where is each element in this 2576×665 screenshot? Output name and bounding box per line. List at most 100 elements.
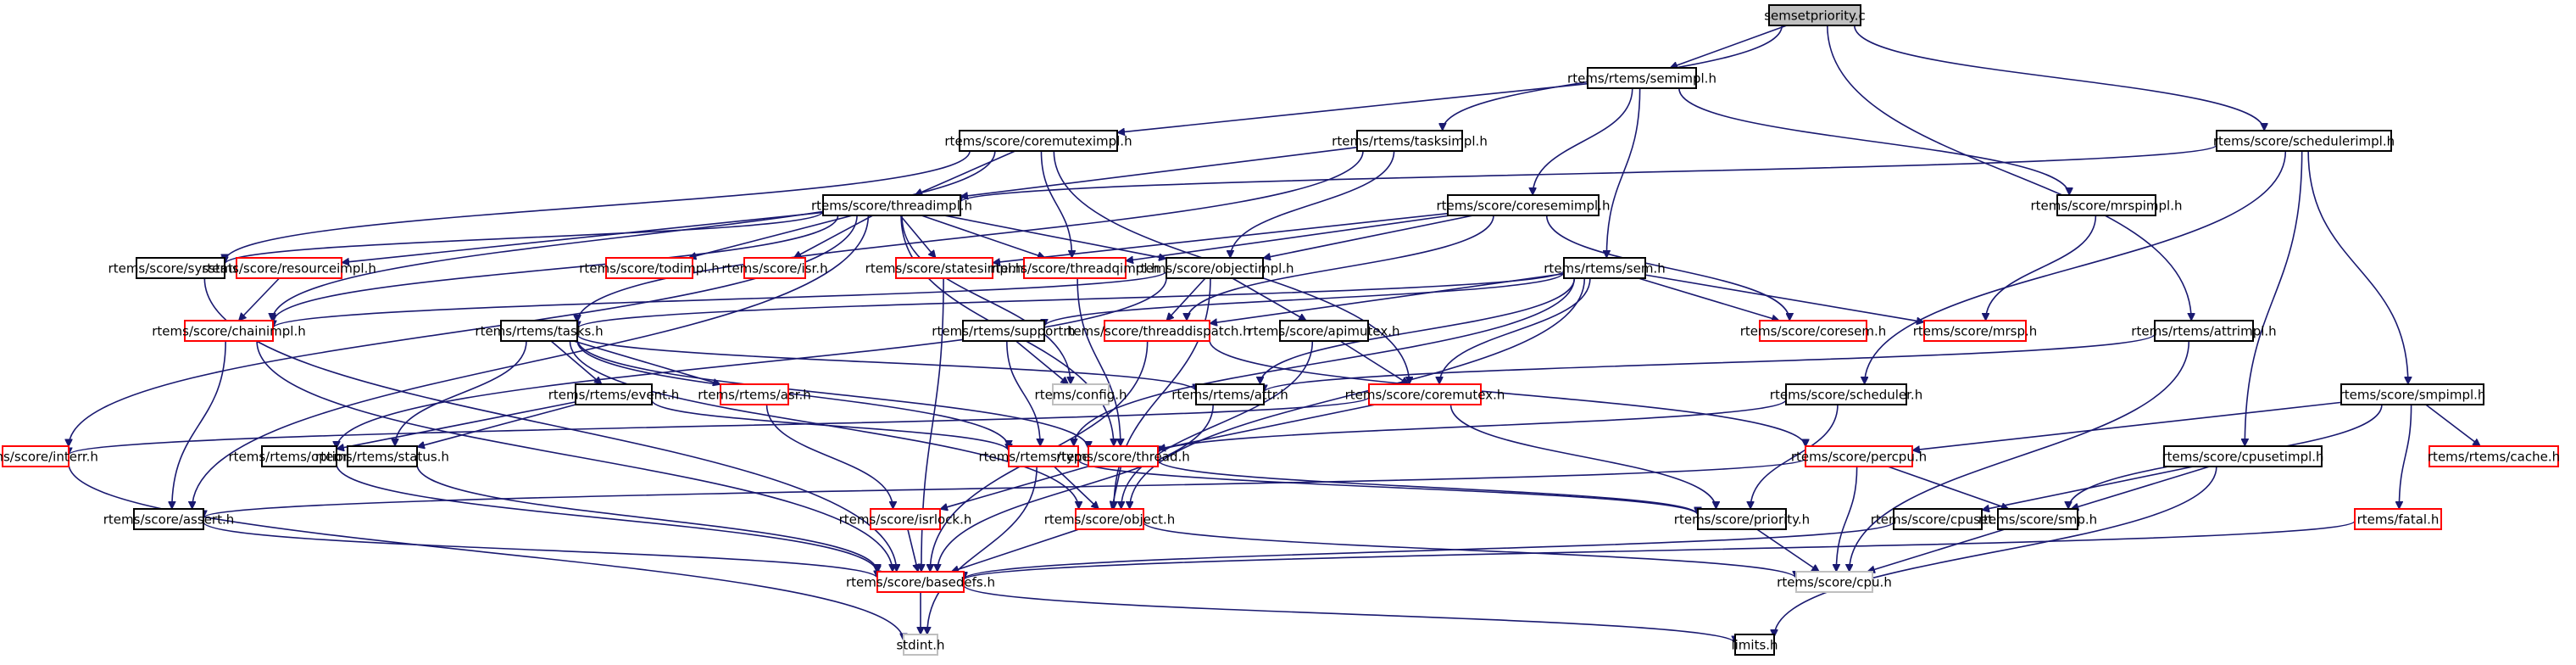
node-isr-h[interactable]: rtems/score/isr.h bbox=[721, 257, 828, 279]
node-box[interactable] bbox=[1759, 320, 1867, 342]
node-box[interactable] bbox=[2154, 320, 2254, 342]
node-box[interactable] bbox=[1805, 445, 1913, 467]
node-box[interactable] bbox=[962, 320, 1045, 342]
node-sem-h[interactable]: rtems/rtems/sem.h bbox=[1544, 257, 1666, 279]
node-box[interactable] bbox=[2216, 130, 2392, 152]
node-box[interactable] bbox=[236, 257, 342, 279]
node-coremuteximpl-h[interactable]: rtems/score/coremuteximpl.h bbox=[944, 130, 1132, 152]
node-box[interactable] bbox=[1893, 508, 1983, 530]
node-box[interactable] bbox=[822, 194, 961, 216]
node-apimutex-h[interactable]: rtems/score/apimutex.h bbox=[1248, 320, 1400, 342]
node-cpu-h[interactable]: rtems/score/cpu.h bbox=[1777, 571, 1892, 593]
node-box[interactable] bbox=[1785, 383, 1907, 405]
node-smp-h[interactable]: rtems/score/smp.h bbox=[1978, 508, 2097, 530]
node-resourceimpl-h[interactable]: rtems/score/resourceimpl.h bbox=[202, 257, 376, 279]
node-box[interactable] bbox=[136, 257, 225, 279]
node-event-h[interactable]: rtems/rtems/event.h bbox=[548, 383, 680, 405]
node-box[interactable] bbox=[2, 445, 70, 467]
node-box[interactable] bbox=[1997, 508, 2078, 530]
node-coresemimpl-h[interactable]: rtems/score/coresemimpl.h bbox=[1436, 194, 1611, 216]
node-percpu-h[interactable]: rtems/score/percpu.h bbox=[1791, 445, 1927, 467]
node-cache-h[interactable]: rtems/rtems/cache.h bbox=[2428, 445, 2560, 467]
node-box[interactable] bbox=[1697, 508, 1787, 530]
node-box[interactable] bbox=[1795, 571, 1873, 593]
node-box[interactable] bbox=[1768, 4, 1861, 26]
node-threaddispatch-h[interactable]: rtems/score/threaddispatch.h bbox=[1063, 320, 1251, 342]
node-cpusetimpl-h[interactable]: rtems/score/cpusetimpl.h bbox=[2162, 445, 2324, 467]
node-box[interactable] bbox=[184, 320, 274, 342]
node-box[interactable] bbox=[2056, 194, 2156, 216]
node-box[interactable] bbox=[1195, 383, 1265, 405]
node-statesimpl-h[interactable]: rtems/score/statesimpl.h bbox=[865, 257, 1024, 279]
node-box[interactable] bbox=[720, 383, 789, 405]
node-box[interactable] bbox=[1023, 257, 1127, 279]
node-priority-h[interactable]: rtems/score/priority.h bbox=[1674, 508, 1810, 530]
node-semsetpriority-c[interactable]: semsetpriority.c bbox=[1764, 4, 1866, 26]
node-box[interactable] bbox=[605, 257, 693, 279]
node-box[interactable] bbox=[1563, 257, 1646, 279]
node-threadqimpl-h[interactable]: rtems/score/threadqimpl.h bbox=[990, 257, 1160, 279]
node-box[interactable] bbox=[876, 571, 965, 593]
node-box[interactable] bbox=[1447, 194, 1600, 216]
node-semimpl-h[interactable]: rtems/rtems/semimpl.h bbox=[1567, 67, 1716, 89]
node-box[interactable] bbox=[1587, 67, 1697, 89]
node-objectimpl-h[interactable]: rtems/score/objectimpl.h bbox=[1135, 257, 1294, 279]
node-box[interactable] bbox=[347, 445, 418, 467]
node-mrspimpl-h[interactable]: rtems/score/mrspimpl.h bbox=[2031, 194, 2183, 216]
node-box[interactable] bbox=[743, 257, 806, 279]
node-box[interactable] bbox=[1104, 320, 1210, 342]
node-object-h[interactable]: rtems/score/object.h bbox=[1044, 508, 1176, 530]
node-asr-h[interactable]: rtems/rtems/asr.h bbox=[698, 383, 811, 405]
node-box[interactable] bbox=[2429, 445, 2559, 467]
node-box[interactable] bbox=[959, 130, 1118, 152]
node-cpuset-h[interactable]: rtems/score/cpuset.h bbox=[1871, 508, 2006, 530]
node-box[interactable] bbox=[1734, 634, 1775, 656]
node-attrimpl-h[interactable]: rtems/rtems/attrimpl.h bbox=[2131, 320, 2277, 342]
node-fatal-h[interactable]: rtems/fatal.h bbox=[2354, 508, 2442, 530]
node-coremutex-h[interactable]: rtems/score/coremutex.h bbox=[1345, 383, 1505, 405]
node-attr-h[interactable]: rtems/rtems/attr.h bbox=[1171, 383, 1288, 405]
node-box[interactable] bbox=[261, 445, 337, 467]
node-box[interactable] bbox=[1088, 445, 1159, 467]
node-box[interactable] bbox=[500, 320, 578, 342]
node-box[interactable] bbox=[870, 508, 941, 530]
node-types-h[interactable]: rtems/rtems/types.h bbox=[978, 445, 1109, 467]
node-schedulerimpl-h[interactable]: rtems/score/schedulerimpl.h bbox=[2213, 130, 2395, 152]
node-box[interactable] bbox=[1356, 130, 1463, 152]
node-scheduler-h[interactable]: rtems/score/scheduler.h bbox=[1770, 383, 1922, 405]
node-box[interactable] bbox=[2354, 508, 2442, 530]
node-box[interactable] bbox=[1279, 320, 1369, 342]
node-interr-h[interactable]: rtems/score/interr.h bbox=[0, 445, 98, 467]
node-limits-h[interactable]: limits.h bbox=[1731, 634, 1778, 656]
node-support-h[interactable]: rtems/rtems/support.h bbox=[932, 320, 1076, 342]
node-basedefs-h[interactable]: rtems/score/basedefs.h bbox=[846, 571, 995, 593]
node-box[interactable] bbox=[2340, 383, 2484, 405]
node-box[interactable] bbox=[1923, 320, 2027, 342]
node-config-h[interactable]: rtems/config.h bbox=[1035, 383, 1127, 405]
node-stdint-h[interactable]: stdint.h bbox=[896, 634, 945, 656]
node-box[interactable] bbox=[895, 257, 993, 279]
node-tasksimpl-h[interactable]: rtems/rtems/tasksimpl.h bbox=[1332, 130, 1488, 152]
node-box[interactable] bbox=[1368, 383, 1482, 405]
node-isrlock-h[interactable]: rtems/score/isrlock.h bbox=[839, 508, 972, 530]
node-box[interactable] bbox=[575, 383, 653, 405]
node-box[interactable] bbox=[1008, 445, 1079, 467]
node-assert-h[interactable]: rtems/score/assert.h bbox=[103, 508, 235, 530]
node-box[interactable] bbox=[1052, 383, 1110, 405]
node-todimpl-h[interactable]: rtems/score/todimpl.h bbox=[579, 257, 720, 279]
node-chainimpl-h[interactable]: rtems/score/chainimpl.h bbox=[152, 320, 306, 342]
node-box[interactable] bbox=[2163, 445, 2323, 467]
node-options-h[interactable]: rtems/rtems/options.h bbox=[228, 445, 370, 467]
node-box[interactable] bbox=[903, 634, 938, 656]
node-mrsp-h[interactable]: rtems/score/mrsp.h bbox=[1913, 320, 2038, 342]
node-box[interactable] bbox=[1166, 257, 1264, 279]
node-sysstate-h[interactable]: rtems/score/sysstate.h bbox=[108, 257, 253, 279]
node-smpimpl-h[interactable]: rtems/score/smpimpl.h bbox=[2340, 383, 2486, 405]
node-box[interactable] bbox=[1075, 508, 1144, 530]
node-threadimpl-h[interactable]: rtems/score/threadimpl.h bbox=[811, 194, 972, 216]
node-status-h[interactable]: rtems/rtems/status.h bbox=[315, 445, 449, 467]
node-coresem-h[interactable]: rtems/score/coresem.h bbox=[1740, 320, 1887, 342]
node-tasks-h[interactable]: rtems/rtems/tasks.h bbox=[475, 320, 604, 342]
node-box[interactable] bbox=[133, 508, 204, 530]
node-thread-h[interactable]: rtems/score/thread.h bbox=[1056, 445, 1190, 467]
